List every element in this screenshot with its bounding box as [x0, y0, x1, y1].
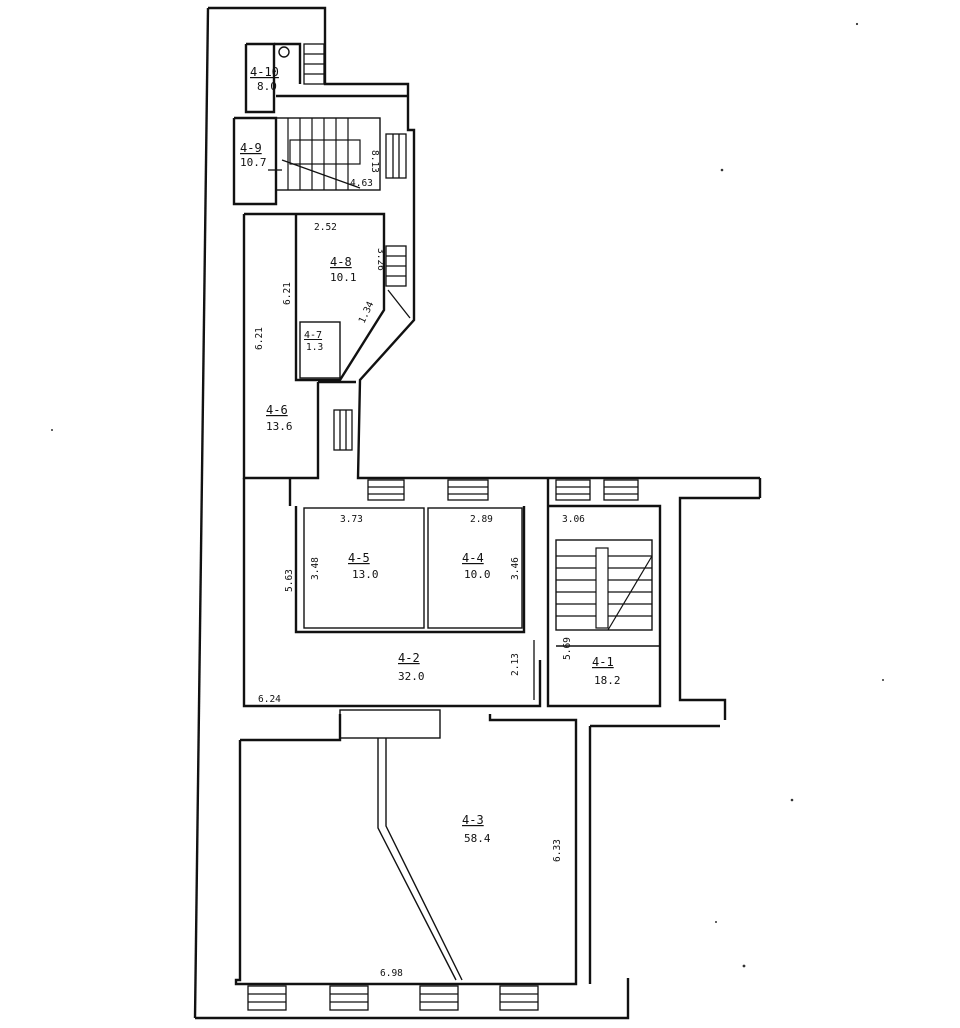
room-4-4: [427, 507, 523, 629]
dim-2-52: 2.52: [314, 222, 337, 233]
dim-3-48: 3.48: [310, 557, 321, 580]
room-4-10-number: 4-10: [250, 65, 279, 79]
dim-2-13: 2.13: [510, 653, 521, 676]
room-4-7-number: 4-7: [304, 330, 322, 341]
room-4-7: [299, 321, 341, 379]
room-4-2: [242, 478, 542, 708]
room-4-2-number: 4-2: [398, 651, 420, 665]
room-4-9-number: 4-9: [240, 141, 262, 155]
room-4-5-area: 13.0: [352, 568, 379, 581]
room-4-1-area: 18.2: [594, 674, 621, 687]
room-4-4-number: 4-4: [462, 551, 484, 565]
dim-6-98: 6.98: [380, 968, 403, 979]
scan-specks: [51, 22, 884, 968]
dim-3-06: 3.06: [562, 514, 585, 525]
dim-6-24: 6.24: [258, 694, 281, 705]
dim-4-63: 4.63: [350, 178, 373, 189]
room-4-4-area: 10.0: [464, 568, 491, 581]
room-4-3-area: 58.4: [464, 832, 491, 845]
room-4-9: [232, 116, 282, 206]
room-4-8-area: 10.1: [330, 271, 357, 284]
dim-3-46: 3.46: [510, 557, 521, 580]
dim-6-21-b: 6.21: [254, 327, 265, 350]
dim-2-89: 2.89: [470, 514, 493, 525]
room-4-8-number: 4-8: [330, 255, 352, 269]
dim-8-13: 8.13: [369, 150, 380, 173]
room-4-10: [244, 42, 325, 114]
room-4-6: [242, 214, 356, 480]
dim-3-73: 3.73: [340, 514, 363, 525]
room-4-1-number: 4-1: [592, 655, 614, 669]
room-4-9-area: 10.7: [240, 156, 267, 169]
room-4-3-number: 4-3: [462, 813, 484, 827]
room-4-10-area: 8.0: [257, 80, 277, 93]
outer-walls: [193, 6, 762, 1020]
bottom-windows: [247, 985, 539, 1011]
room-4-2-area: 32.0: [398, 670, 425, 683]
room-4-8: [244, 212, 411, 382]
dim-6-21-a: 6.21: [282, 282, 293, 305]
room-4-1: [546, 478, 662, 708]
room-4-5-number: 4-5: [348, 551, 370, 565]
room-4-5: [303, 507, 425, 629]
room-4-6-area: 13.6: [266, 420, 293, 433]
upper-windows: [367, 479, 639, 501]
dim-1-34: 1.34: [357, 300, 377, 326]
dim-5-69: 5.69: [562, 637, 573, 660]
room-4-6-number: 4-6: [266, 403, 288, 417]
room-4-3: [234, 709, 720, 986]
top-staircase: [275, 94, 408, 191]
dim-5-63: 5.63: [284, 569, 295, 592]
room-4-7-area: 1.3: [306, 342, 323, 353]
dim-6-33: 6.33: [552, 839, 563, 862]
dim-3-26: 3.26: [375, 248, 386, 271]
